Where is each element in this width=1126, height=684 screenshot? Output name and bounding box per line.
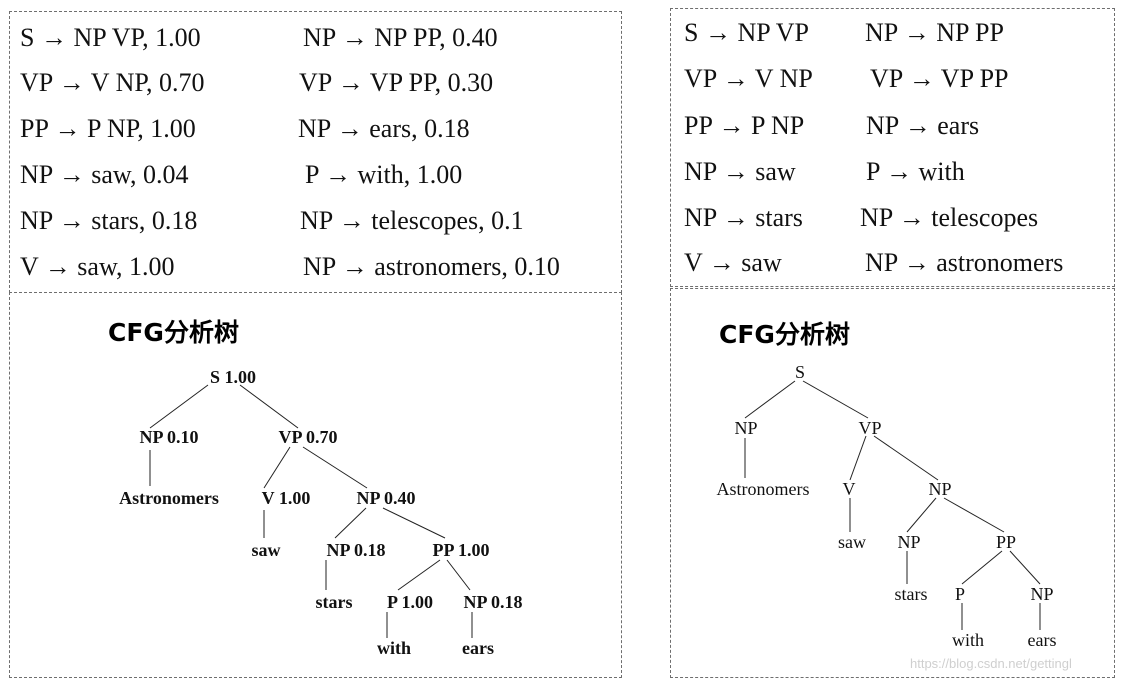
right-node-np1: NP xyxy=(734,418,757,438)
watermark: https://blog.csdn.net/gettingl xyxy=(910,656,1072,671)
left-rule-3a: PP → P NP, 1.00 xyxy=(20,114,196,143)
r-edge-pp-p xyxy=(961,550,1003,585)
left-node-np4: NP 0.18 xyxy=(463,592,522,612)
left-node-np3: NP 0.18 xyxy=(326,540,385,560)
right-node-np4: NP xyxy=(1030,584,1053,604)
left-rule-1b: NP → NP PP, 0.40 xyxy=(303,23,498,52)
r-edge-np-pp xyxy=(943,497,1005,533)
left-rule-6b: NP → astronomers, 0.10 xyxy=(303,252,560,281)
edge-s-vp xyxy=(239,384,299,429)
left-tree-box xyxy=(9,292,622,678)
right-node-with: with xyxy=(952,630,984,650)
left-rule-5b: NP → telescopes, 0.1 xyxy=(300,206,524,235)
left-rule-2b: VP → VP PP, 0.30 xyxy=(299,68,494,97)
r-edge-vp-np xyxy=(873,435,939,481)
edge-vp-v xyxy=(263,446,291,489)
right-grammar-box xyxy=(670,8,1115,287)
left-rule-3b: NP → ears, 0.18 xyxy=(298,114,470,143)
right-node-astronomers: Astronomers xyxy=(717,479,810,499)
right-rule-6b: NP → astronomers xyxy=(865,248,1064,277)
left-tree-edges xyxy=(149,384,473,638)
right-rule-2a: VP → V NP xyxy=(684,64,813,93)
r-edge-s-np xyxy=(744,380,796,419)
left-node-astronomers: Astronomers xyxy=(119,488,219,508)
left-node-pp: PP 1.00 xyxy=(433,540,490,560)
edge-np-pp xyxy=(382,507,446,539)
edge-s-np xyxy=(149,384,209,429)
right-node-stars: stars xyxy=(895,584,928,604)
right-node-vp1: VP xyxy=(858,418,881,438)
right-rule-6a: V → saw xyxy=(684,248,782,277)
left-node-v: V 1.00 xyxy=(262,488,311,508)
right-rule-4a: NP → saw xyxy=(684,157,796,186)
right-rule-2b: VP → VP PP xyxy=(870,64,1009,93)
left-node-ears: ears xyxy=(462,638,494,658)
left-node-vp1: VP 0.70 xyxy=(278,427,337,447)
right-rule-4b: P → with xyxy=(866,157,965,186)
right-node-v: V xyxy=(843,479,856,499)
edge-vp-np xyxy=(302,446,368,489)
right-node-pp: PP xyxy=(996,532,1016,552)
left-node-np1: NP 0.10 xyxy=(139,427,198,447)
right-rule-3b: NP → ears xyxy=(866,111,980,140)
right-node-np3: NP xyxy=(897,532,920,552)
left-rule-2a: VP → V NP, 0.70 xyxy=(20,68,205,97)
left-rule-4b: P → with, 1.00 xyxy=(305,160,463,189)
right-rule-3a: PP → P NP xyxy=(684,111,805,140)
left-node-np2: NP 0.40 xyxy=(356,488,415,508)
left-rule-1a: S → NP VP, 1.00 xyxy=(20,23,201,52)
edge-pp-p xyxy=(397,559,441,591)
r-edge-pp-np xyxy=(1009,550,1041,585)
left-node-saw: saw xyxy=(251,540,280,560)
left-node-stars: stars xyxy=(316,592,353,612)
r-edge-np-np xyxy=(906,497,937,533)
right-node-saw: saw xyxy=(838,532,866,552)
right-node-ears: ears xyxy=(1028,630,1057,650)
right-tree-edges xyxy=(744,380,1041,630)
right-rule-5b: NP → telescopes xyxy=(860,203,1039,232)
right-node-s: S xyxy=(795,362,805,382)
edge-pp-np xyxy=(446,559,471,591)
r-edge-s-vp xyxy=(802,380,869,419)
left-rule-6a: V → saw, 1.00 xyxy=(20,252,175,281)
left-node-p: P 1.00 xyxy=(387,592,433,612)
right-node-np2: NP xyxy=(928,479,951,499)
right-tree-title: CFG分析树 xyxy=(719,320,850,349)
right-rule-1a: S → NP VP xyxy=(684,18,809,47)
right-tree-box xyxy=(670,288,1115,678)
left-node-with: with xyxy=(377,638,411,658)
right-rule-1b: NP → NP PP xyxy=(865,18,1004,47)
right-node-p: P xyxy=(955,584,965,604)
left-tree-title: CFG分析树 xyxy=(108,318,239,347)
left-rule-4a: NP → saw, 0.04 xyxy=(20,160,189,189)
left-node-s: S 1.00 xyxy=(210,367,256,387)
r-edge-vp-v xyxy=(849,435,867,481)
right-rule-5a: NP → stars xyxy=(684,203,803,232)
left-rule-5a: NP → stars, 0.18 xyxy=(20,206,198,235)
edge-np-np xyxy=(334,507,367,539)
